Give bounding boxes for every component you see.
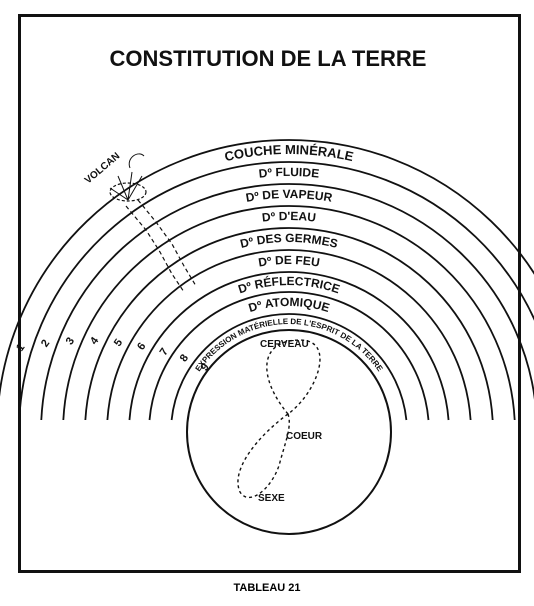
layer-label-2: Dº FLUIDE [258, 165, 320, 181]
layer-number-4: 4 [88, 334, 102, 347]
core-label-cerveau: CERVEAU [260, 339, 309, 350]
layer-number-3: 3 [64, 335, 77, 347]
volcano-eruption-arrows [109, 171, 143, 201]
layer-arc-2 [18, 161, 534, 421]
layer-arc-3 [40, 183, 534, 421]
layer-label-8: Dº ATOMIQUE [247, 295, 331, 315]
layer-arc-9 [170, 313, 408, 421]
core-circle [186, 329, 392, 535]
core-label-sexe: SEXE [258, 493, 285, 504]
figure-eight-path [237, 339, 321, 499]
layer-arc-1 [0, 139, 534, 398]
earth-core: CERVEAU COEUR SEXE [186, 329, 392, 535]
caption: TABLEAU 21 [233, 582, 301, 594]
layer-label-7: Dº RÉFLECTRICE [236, 274, 341, 296]
volcano-label: VOLCAN [83, 151, 122, 187]
diagram-title: CONSTITUTION DE LA TERRE [110, 46, 427, 71]
layer-number-5: 5 [112, 337, 125, 349]
layer-arc-5 [84, 227, 494, 421]
layer-arc-6 [106, 249, 472, 421]
volcano-channel-side [137, 199, 197, 287]
core-label-coeur: COEUR [286, 431, 323, 442]
layer-number-2: 2 [39, 338, 52, 350]
volcano-channel [125, 205, 185, 293]
layer-number-6: 6 [135, 341, 148, 353]
layer-label-1: COUCHE MINÉRALE [223, 142, 355, 164]
layer-label-6: Dº DE FEU [257, 253, 320, 270]
layer-label-3: Dº DE VAPEUR [245, 187, 334, 205]
layer-label-4: Dº D'EAU [261, 209, 316, 225]
volcano-plume-curve [128, 153, 145, 169]
layer-arc-8 [148, 291, 430, 421]
diagram-frame [18, 14, 521, 573]
volcano-eruption-ellipse [109, 182, 147, 202]
layer-number-7: 7 [158, 346, 171, 358]
layer-arc-7 [128, 271, 450, 421]
layer-number-9: 9 [199, 361, 212, 373]
layer-number-8: 8 [178, 352, 191, 364]
layer-number-1: 1 [14, 342, 27, 354]
layer-arc-4 [62, 205, 516, 421]
layer-arcs [0, 139, 534, 421]
layer-label-5: Dº DES GERMES [239, 231, 339, 251]
